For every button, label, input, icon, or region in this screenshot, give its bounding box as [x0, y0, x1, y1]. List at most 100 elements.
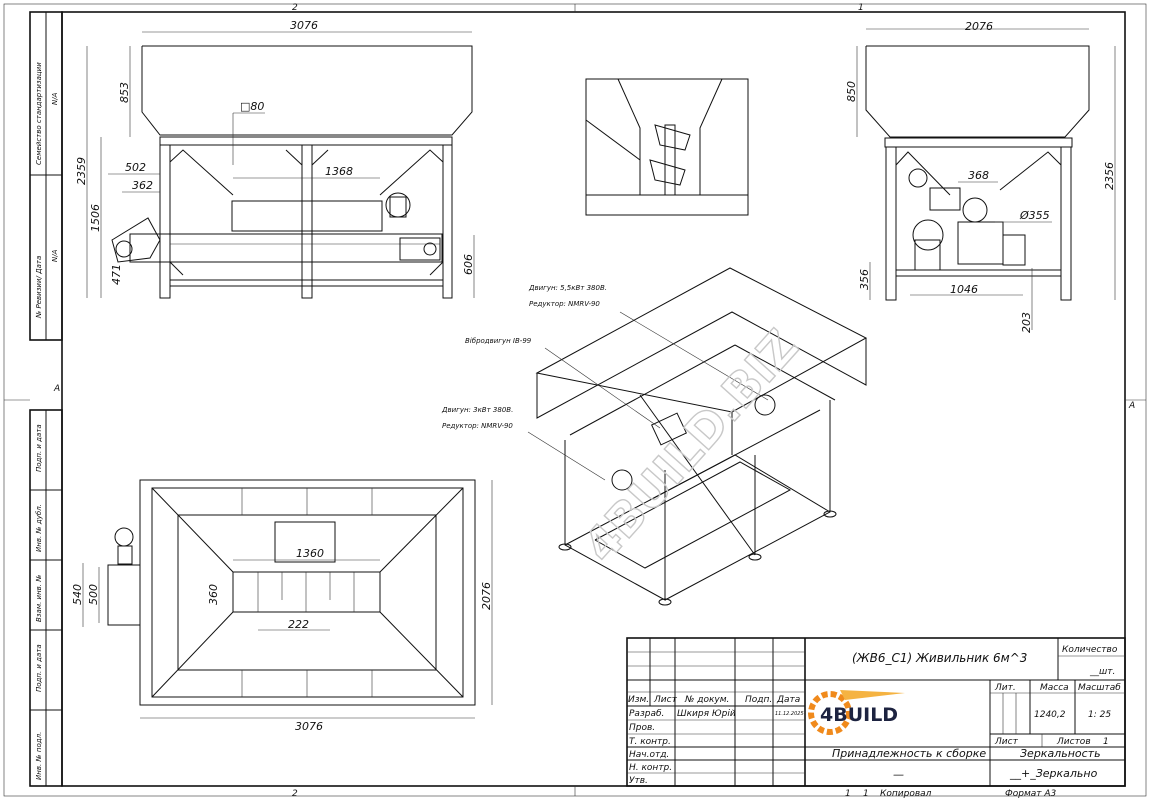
drawing-line [151, 487, 234, 573]
drawing-line [141, 45, 473, 136]
drawing-label: Зеркальность [1020, 747, 1101, 760]
callout-motor-5-5kw: Двигун: 5,5кВт 380В. [528, 284, 607, 292]
drawing-line [536, 311, 867, 419]
drawing-line [585, 119, 641, 161]
scale-value: 1: 25 [1088, 710, 1111, 720]
drawing-line [159, 136, 453, 146]
drawing-label: 540 [71, 584, 84, 605]
drawing-line [823, 510, 837, 518]
drawing-label: 2356 [1103, 162, 1116, 190]
drawing-label: Масштаб [1078, 683, 1121, 693]
callout-vibromotor: Вібродвигун ІВ-99 [465, 337, 532, 345]
callout-motor-3kw: Двигун: 3кВт 380В. [441, 406, 513, 414]
drawing-label: N/A [51, 249, 59, 262]
drawing-label: Подп. [745, 695, 772, 705]
drawing-label: 853 [118, 82, 131, 103]
drawing-line [699, 78, 723, 195]
drawing-label: 502 [125, 161, 146, 174]
drawing-line [564, 440, 666, 601]
drawing-line [232, 571, 381, 613]
drawing-label: 2359 [75, 157, 88, 185]
drawing-line [429, 261, 444, 276]
drawing-label: 11.12.2025 [775, 711, 804, 717]
drawing-label: Ø355 [1019, 209, 1050, 222]
drawing-line [544, 347, 661, 429]
drawing-label: 2076 [480, 582, 493, 610]
drawing-line [399, 237, 441, 261]
drawing-line [151, 611, 234, 698]
drawing-line [865, 45, 1090, 138]
drawing-label: Листов [1056, 737, 1091, 747]
drawing-label: 1506 [89, 204, 102, 232]
drawing-label: Инв. № дубл. [35, 504, 43, 552]
drawing-line [379, 487, 464, 573]
drawing-line [650, 412, 688, 446]
drawing-label: Подп. и дата [35, 644, 43, 692]
drawing-label: Утв. [629, 776, 648, 786]
drawing-line [962, 197, 988, 223]
drawing-label: 2076 [965, 20, 993, 33]
drawing-label: Пров. [629, 723, 655, 733]
drawing-line [585, 78, 749, 216]
drawing-line [734, 344, 836, 401]
drawing-line [754, 394, 776, 416]
drawing-line [895, 151, 951, 196]
drawing-line [914, 239, 941, 271]
drawing-line [649, 124, 691, 186]
drawing-label: 1368 [325, 165, 353, 178]
zone-right-a: A [1128, 401, 1135, 411]
side-stamp: Семейство стандартизации N/A № Ревизии/ … [29, 11, 63, 787]
drawing-label: № Ревизии/ Дата [35, 256, 43, 319]
watermark: 4BUILD.BIZ [573, 319, 809, 572]
drawing-line [169, 261, 184, 276]
drawing-line [558, 543, 572, 551]
drawing-line [912, 219, 944, 251]
drawing-line [884, 137, 1073, 148]
side-view: 2076 850 2356 368 Ø355 356 1046 203 [845, 20, 1116, 333]
drawing-line [107, 564, 141, 626]
drawing-label: Редуктор: NMRV-90 [442, 422, 513, 430]
drawing-line [117, 545, 133, 565]
drawing-line [594, 461, 792, 569]
drawing-label: __+_Зеркально [1009, 767, 1098, 780]
drawing-label: Т. контр. [629, 737, 671, 747]
drawing-label: Принадлежность к сборке [832, 747, 986, 760]
drawing-line [379, 149, 444, 196]
drawing-label: 1 [1103, 737, 1109, 747]
drawing-label: N/A [51, 92, 59, 105]
drawing-line [527, 431, 606, 481]
drawing-line [311, 149, 329, 166]
drawing-label: 356 [858, 269, 871, 290]
drawing-label: 606 [462, 254, 475, 275]
outer-border [3, 3, 1147, 797]
drawing-line [957, 221, 1004, 265]
drawing-line [114, 527, 134, 547]
drawing-line [748, 553, 762, 561]
drawing-label: Дата [776, 695, 800, 705]
drawing-label: 850 [845, 81, 858, 102]
drawing-label: Подп. и дата [35, 424, 43, 472]
drawing-line [379, 611, 464, 698]
drawing-label: Количество [1062, 645, 1118, 655]
drawing-label: — [893, 768, 904, 781]
drawing-label: Разраб. [629, 709, 664, 719]
top-view: 1360 360 222 3076 2076 540 500 [71, 479, 493, 733]
drawing-label: Копировал [880, 789, 932, 799]
drawing-line [1002, 234, 1026, 266]
company-logo: 4BUILD [808, 690, 905, 735]
drawing-line [649, 409, 821, 501]
drawing-label: 362 [132, 179, 153, 192]
drawing-label: 500 [87, 584, 100, 605]
drawing-label: Лист [653, 695, 678, 705]
drawing-line [159, 144, 171, 299]
drawing-label: 4BUILD [820, 704, 898, 726]
drawing-label: __шт. [1089, 667, 1115, 677]
drawing-label: Формат А3 [1005, 789, 1057, 799]
drawing-line [840, 690, 905, 700]
drawing-line [908, 168, 928, 188]
drawing-line [626, 637, 1126, 787]
zone-left-a: A [53, 384, 60, 394]
drawing-label: 368 [968, 169, 989, 182]
drawing-label: 222 [288, 618, 309, 631]
